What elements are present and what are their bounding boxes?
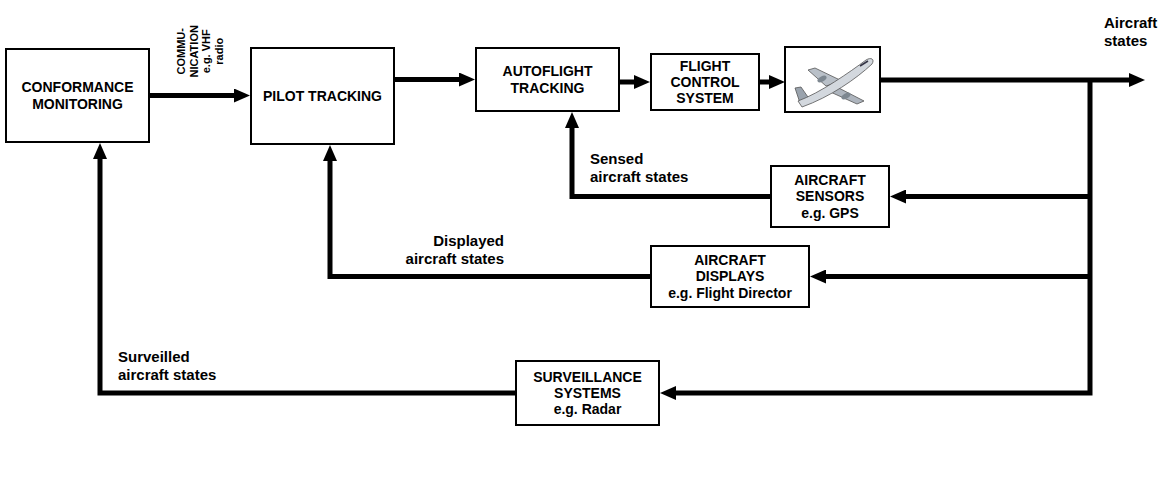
signal-label: Surveilled aircraft states — [118, 348, 222, 384]
box-note: e.g. Radar — [554, 401, 622, 417]
box-heading: AIRCRAFT SENSORS — [776, 172, 884, 204]
signal-arrow — [100, 153, 515, 393]
output-arrow — [880, 78, 1135, 83]
box-heading: AUTOFLIGHT TRACKING — [481, 63, 614, 95]
box-heading: FLIGHT CONTROL SYSTEM — [656, 58, 754, 106]
signal-arrow — [620, 80, 640, 85]
box-note: e.g. Flight Director — [668, 285, 792, 301]
process-box: CONFORMANCE MONITORING — [5, 48, 150, 143]
process-box: AIRCRAFT DISPLAYSe.g. Flight Director — [650, 245, 810, 308]
aircraft-box — [785, 47, 880, 112]
feedback-trunk — [670, 78, 1090, 393]
feedback-branch — [820, 274, 1090, 279]
process-box: AUTOFLIGHT TRACKING — [475, 47, 620, 112]
box-heading: AIRCRAFT DISPLAYS — [670, 252, 790, 284]
box-heading: CONFORMANCE MONITORING — [11, 79, 144, 111]
box-heading: PILOT TRACKING — [263, 88, 382, 104]
signal-arrow — [572, 122, 770, 197]
signal-arrow — [150, 93, 240, 98]
process-box: SURVEILLANCE SYSTEMSe.g. Radar — [515, 360, 660, 426]
feedback-branch — [900, 194, 1090, 199]
signal-label: Displayed aircraft states — [400, 232, 504, 268]
box-note: e.g. GPS — [801, 205, 859, 221]
control-arrow — [760, 80, 775, 85]
process-box: AIRCRAFT SENSORSe.g. GPS — [770, 165, 890, 228]
signal-arrow — [395, 77, 465, 82]
aircraft-picture — [795, 59, 873, 107]
process-box: FLIGHT CONTROL SYSTEM — [650, 53, 760, 111]
process-box: PILOT TRACKING — [250, 47, 395, 145]
output-label: Aircraft states — [1104, 14, 1168, 50]
box-heading: SURVEILLANCE SYSTEMS — [521, 369, 654, 401]
signal-label: COMMU- NICATION e.g. VHF radio — [175, 15, 226, 87]
signal-label: Sensed aircraft states — [590, 150, 694, 186]
